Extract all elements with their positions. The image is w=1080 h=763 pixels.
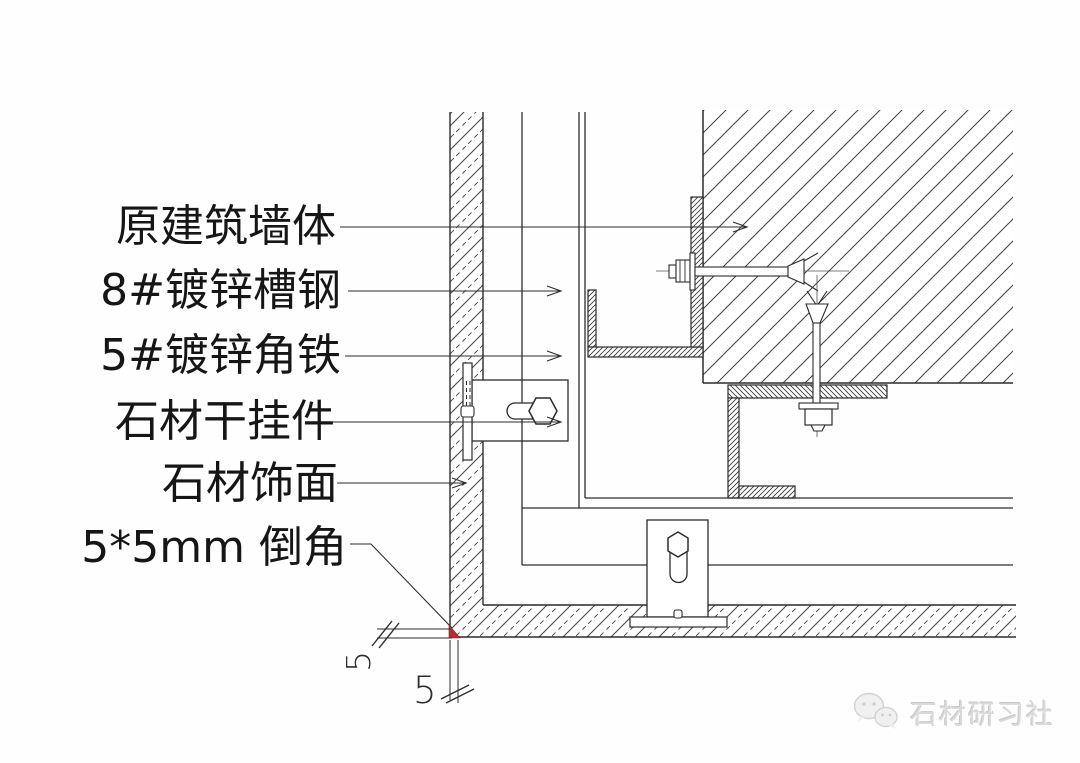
- existing-wall-section: [702, 110, 1013, 384]
- label-angle-iron: 5#镀锌角铁: [100, 330, 341, 381]
- stone-anchor-bottom: [629, 519, 728, 628]
- stone-veneer-section: [449, 112, 1016, 638]
- chamfer-red-mark: [448, 624, 461, 639]
- label-chamfer: 5*5mm 倒角: [81, 522, 347, 573]
- watermark: 石材研习社: [852, 688, 1072, 736]
- dimension-chamfer-height: 5: [339, 651, 378, 672]
- label-stone-veneer: 石材饰面: [162, 458, 338, 509]
- wechat-logo-icon: [853, 692, 898, 729]
- angle-iron-section: [727, 384, 888, 499]
- framing-lines: [521, 112, 1013, 566]
- label-channel-steel: 8#镀锌槽钢: [100, 265, 341, 316]
- dimension-chamfer-width: 5: [413, 669, 437, 712]
- label-existing-wall: 原建筑墙体: [116, 201, 336, 252]
- chamfer-and-dimensions: [371, 620, 475, 704]
- watermark-text: 石材研习社: [910, 699, 1055, 731]
- leader-lines: [333, 221, 749, 629]
- label-stone-anchor: 石材干挂件: [115, 396, 335, 447]
- expansion-bolt-vertical: [798, 275, 839, 437]
- expansion-bolt-horizontal: [656, 252, 849, 292]
